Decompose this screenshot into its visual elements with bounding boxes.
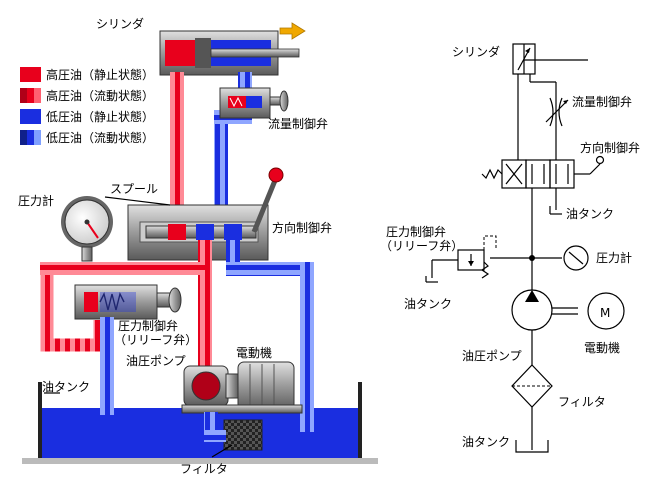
legend-item-high-static: 高圧油（静止状態） (20, 67, 154, 82)
schematic-label-dir-valve: 方向制御弁 (580, 140, 640, 155)
label-relief-valve-sub: （リリーフ弁） (114, 332, 197, 347)
label-dir-valve: 方向制御弁 (272, 220, 332, 235)
pictorial-relief-valve (74, 284, 182, 415)
legend-item-low-static: 低圧油（静止状態） (20, 109, 154, 124)
motor-letter: M (600, 306, 610, 320)
legend-label: 高圧油（静止状態） (46, 67, 154, 82)
label-spool: スプール (110, 182, 158, 196)
schematic-dir-valve (481, 155, 605, 189)
legend-label: 高圧油（流動状態） (46, 88, 154, 103)
label-pump: 油圧ポンプ (126, 354, 186, 368)
schematic-relief-valve (425, 235, 497, 283)
label-relief-valve: 圧力制御弁 (118, 318, 178, 333)
schematic-label-motor: 電動機 (584, 340, 620, 355)
legend-item-high-flowing: 高圧油（流動状態） (20, 88, 154, 103)
label-motor: 電動機 (236, 345, 272, 360)
pictorial-flow-valve (219, 87, 289, 119)
label-flow-valve: 流量制御弁 (268, 116, 328, 131)
arrow-right-icon (279, 22, 306, 40)
schematic-label-flow-valve: 流量制御弁 (572, 94, 632, 109)
schematic-cylinder (512, 43, 588, 75)
schematic-label-tank-mid: 油タンク (404, 297, 452, 311)
legend-item-low-flowing: 低圧油（流動状態） (20, 130, 154, 145)
legend-swatch (20, 67, 41, 82)
pictorial-diagram: シリンダ 流量制御弁 圧力計 スプール 方向制御弁 圧力制御弁 （リリーフ弁） … (18, 16, 378, 476)
schematic-label-filter: フィルタ (558, 395, 606, 409)
pictorial-pump-motor (181, 361, 303, 414)
label-filter: フィルタ (180, 462, 228, 476)
label-tank: 油タンク (42, 380, 90, 394)
pictorial-cylinder (159, 22, 306, 76)
legend-swatch (20, 109, 41, 124)
legend: 高圧油（静止状態） 高圧油（流動状態） 低圧油（静止状態） 低圧油（流動状態） (20, 67, 154, 145)
schematic-label-cylinder: シリンダ (452, 44, 500, 59)
schematic-pump (511, 289, 578, 331)
pressure-gauge-icon (61, 196, 113, 262)
label-cylinder: シリンダ (96, 16, 144, 31)
schematic-filter (511, 364, 553, 408)
schematic-label-pump: 油圧ポンプ (462, 349, 522, 363)
schematic-label-tank-top: 油タンク (566, 207, 614, 221)
motor-icon (237, 361, 295, 411)
motor-icon: M (587, 292, 625, 330)
schematic-label-tank-bottom: 油タンク (462, 435, 510, 449)
schematic-label-relief-sub: （リリーフ弁） (380, 238, 463, 253)
pipe-high-pressure (170, 72, 184, 212)
pipe-low-pressure (214, 120, 228, 215)
legend-label: 低圧油（静止状態） (46, 109, 154, 124)
schematic-label-gauge: 圧力計 (596, 250, 632, 265)
lever-knob (268, 167, 284, 183)
schematic-gauge (563, 245, 589, 271)
filter-element (223, 419, 263, 451)
label-gauge: 圧力計 (18, 193, 54, 208)
schematic-label-relief: 圧力制御弁 (386, 224, 446, 239)
schematic-flow-valve (545, 97, 569, 127)
legend-label: 低圧油（流動状態） (46, 130, 154, 145)
schematic-diagram: M シリンダ 流量制御弁 方向制御弁 油タンク 圧力制御弁 （リリーフ弁） 圧力… (380, 43, 640, 453)
